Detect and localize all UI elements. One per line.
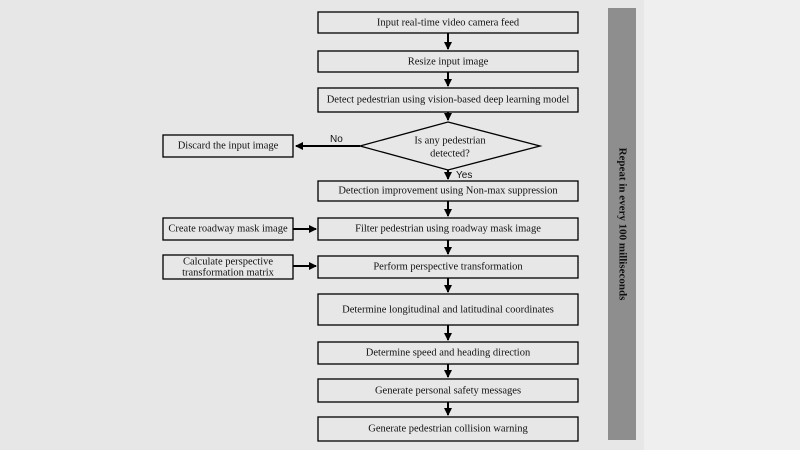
side-box-discard: Discard the input image [162, 134, 294, 158]
process-box-perspective-label: Perform perspective transformation [373, 261, 523, 272]
decision-diamond: Is any pedestrian detected? [357, 121, 543, 171]
process-box-resize: Resize input image [317, 50, 579, 73]
process-box-nms-label: Detection improvement using Non-max supp… [338, 185, 558, 196]
process-box-coordinates: Determine longitudinal and latitudinal c… [317, 293, 579, 326]
edge-label-no: No [330, 134, 343, 145]
process-box-filter: Filter pedestrian using roadway mask ima… [317, 217, 579, 241]
edge-label-yes: Yes [456, 170, 472, 181]
process-box-detect: Detect pedestrian using vision-based dee… [317, 87, 579, 113]
connectors [293, 33, 452, 416]
decision-label-line1: Is any pedestrian [414, 135, 486, 146]
repeat-sidebar-bar [608, 8, 636, 440]
process-box-psm: Generate personal safety messages [317, 378, 579, 403]
side-box-mask-label: Create roadway mask image [168, 223, 288, 234]
repeat-sidebar: Repeat in every 100 milliseconds [608, 8, 636, 440]
process-box-perspective: Perform perspective transformation [317, 255, 579, 279]
decision-label-line2: detected? [430, 148, 470, 159]
side-box-matrix-label-line2: transformation matrix [182, 267, 275, 278]
process-box-coordinates-label: Determine longitudinal and latitudinal c… [342, 304, 554, 315]
process-box-filter-label: Filter pedestrian using roadway mask ima… [355, 223, 541, 234]
process-box-psm-label: Generate personal safety messages [375, 385, 521, 396]
process-box-resize-label: Resize input image [408, 56, 489, 67]
side-box-perspective-matrix: Calculate perspective transformation mat… [162, 254, 294, 280]
process-box-input-feed: Input real-time video camera feed [317, 11, 579, 34]
background-strip [644, 0, 800, 450]
repeat-sidebar-label: Repeat in every 100 milliseconds [616, 148, 628, 301]
process-box-warning-label: Generate pedestrian collision warning [368, 423, 528, 434]
side-box-mask: Create roadway mask image [162, 217, 294, 241]
side-box-matrix-label-line1: Calculate perspective [183, 256, 273, 267]
process-box-speed: Determine speed and heading direction [317, 341, 579, 365]
process-box-input-feed-label: Input real-time video camera feed [377, 17, 520, 28]
process-box-warning: Generate pedestrian collision warning [317, 416, 579, 442]
side-box-discard-label: Discard the input image [178, 140, 279, 151]
process-box-detect-label: Detect pedestrian using vision-based dee… [327, 94, 570, 105]
process-box-speed-label: Determine speed and heading direction [366, 347, 531, 358]
process-box-nms: Detection improvement using Non-max supp… [317, 180, 579, 202]
